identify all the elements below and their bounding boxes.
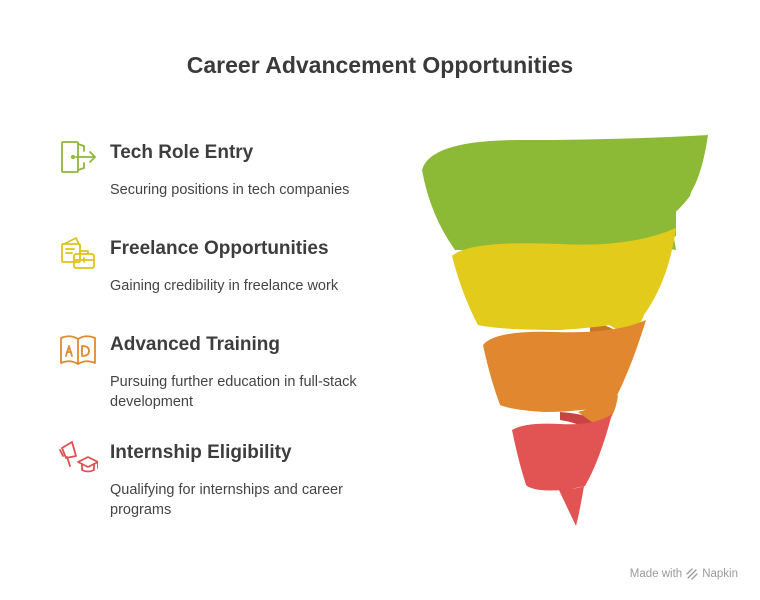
book-ad-icon — [60, 335, 96, 365]
funnel-band-red — [512, 414, 612, 491]
item-heading: Tech Role Entry — [110, 142, 254, 163]
made-with-napkin-watermark: Made with Napkin — [630, 568, 738, 580]
diagram-title: Career Advancement Opportunities — [186, 52, 574, 78]
napkin-logo-icon — [686, 568, 698, 580]
funnel-band-orange — [483, 320, 646, 412]
briefcase-documents-icon — [61, 237, 95, 269]
item-heading: Internship Eligibility — [110, 442, 292, 463]
napkin-brand-label: Napkin — [702, 568, 738, 580]
door-exit-icon — [61, 141, 96, 173]
item-description: Gaining credibility in freelance work — [110, 278, 339, 294]
made-with-label: Made with — [629, 568, 683, 580]
item-description: Pursuing further education in full-stack… — [110, 374, 357, 410]
megaphone-graduation-cap-icon — [59, 441, 98, 473]
spiral-funnel-graphic — [422, 135, 708, 526]
item-heading: Advanced Training — [110, 334, 280, 355]
funnel-band-yellow — [452, 228, 676, 330]
item-description: Qualifying for internships and career pr… — [110, 482, 343, 518]
item-description: Securing positions in tech companies — [110, 182, 350, 198]
item-heading: Freelance Opportunities — [110, 238, 329, 259]
